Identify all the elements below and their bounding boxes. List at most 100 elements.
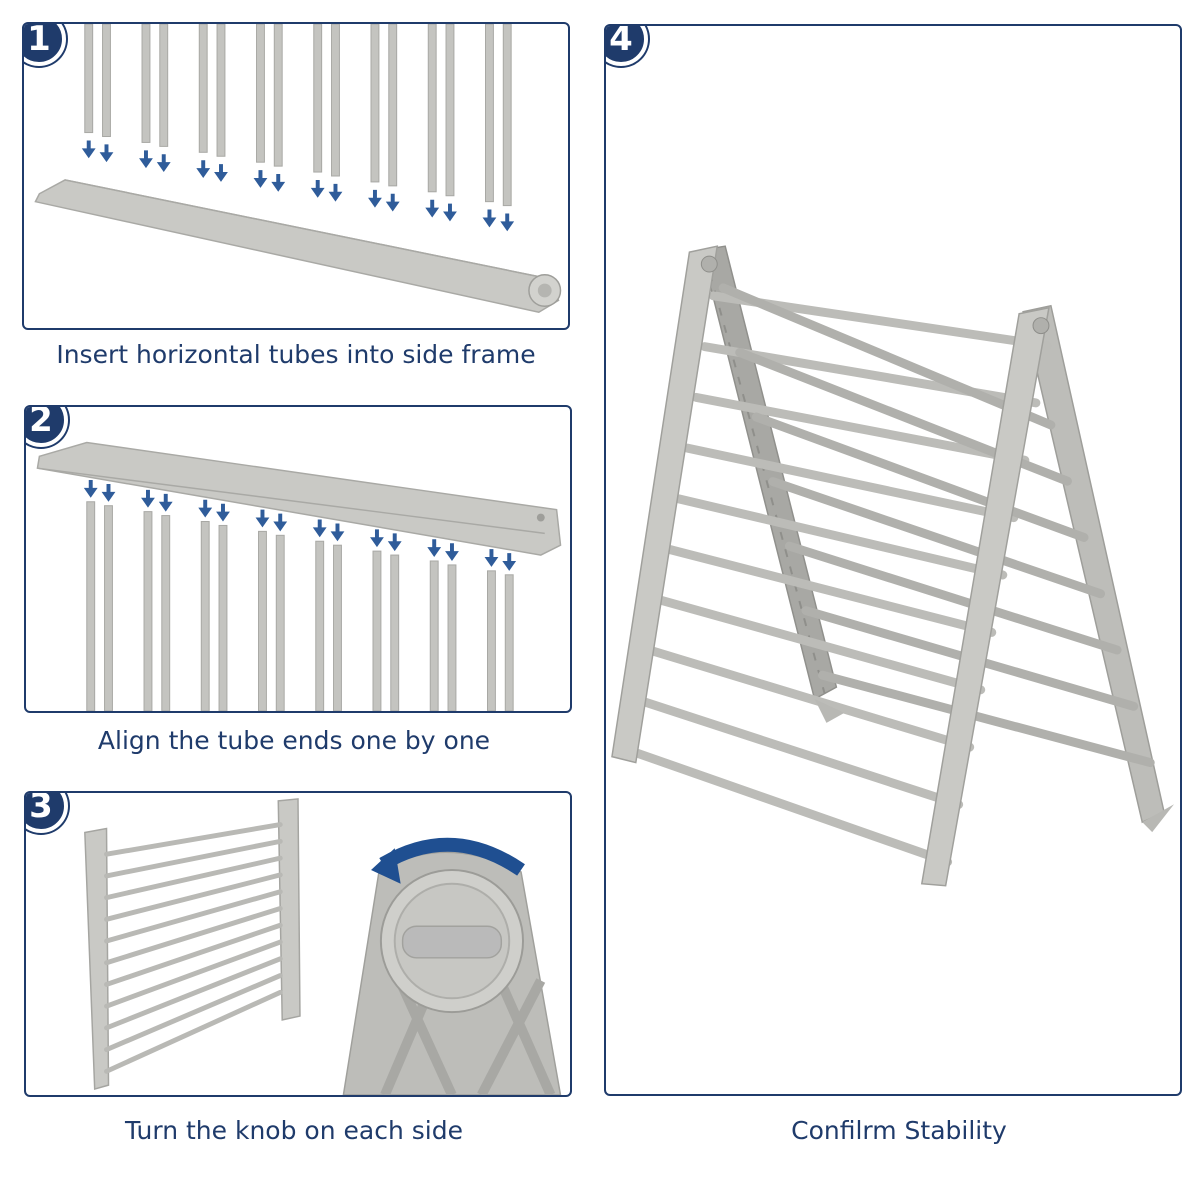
down-arrow-icon bbox=[139, 150, 153, 169]
rail bbox=[784, 541, 1122, 655]
tube bbox=[198, 24, 208, 153]
down-arrow-icon bbox=[330, 523, 345, 542]
down-arrow-icon bbox=[484, 549, 499, 567]
rail bbox=[818, 670, 1155, 768]
tube bbox=[429, 560, 439, 711]
rail bbox=[768, 477, 1106, 599]
rail bbox=[104, 889, 283, 944]
down-arrow-icon bbox=[445, 543, 459, 561]
tube bbox=[256, 24, 265, 163]
rail bbox=[657, 595, 986, 695]
step-3-panel: 3 bbox=[24, 791, 572, 1097]
tube bbox=[315, 540, 325, 711]
tube bbox=[273, 24, 283, 167]
tube bbox=[390, 554, 400, 711]
down-arrow-icon bbox=[370, 529, 384, 548]
tube bbox=[161, 515, 171, 711]
tube bbox=[218, 524, 228, 711]
rail bbox=[104, 822, 283, 857]
assembled-rack bbox=[611, 245, 1175, 887]
tube bbox=[502, 24, 512, 207]
down-arrow-icon bbox=[310, 179, 325, 198]
tube bbox=[427, 24, 437, 193]
step-1-caption: Insert horizontal tubes into side frame bbox=[56, 340, 536, 369]
rail bbox=[104, 872, 283, 922]
side-frame bbox=[34, 179, 562, 313]
step-2-caption: Align the tube ends one by one bbox=[97, 726, 491, 755]
tube bbox=[485, 24, 494, 203]
tube bbox=[372, 550, 382, 711]
rail bbox=[682, 443, 1019, 523]
down-arrow-icon bbox=[273, 513, 288, 532]
tube bbox=[388, 24, 398, 187]
down-arrow-icon bbox=[271, 174, 286, 192]
tube bbox=[504, 574, 514, 711]
down-arrow-icon bbox=[443, 203, 457, 222]
tube bbox=[104, 505, 113, 711]
tube bbox=[447, 564, 457, 711]
rail bbox=[639, 697, 964, 809]
tube bbox=[143, 511, 153, 711]
step-3-caption: Turn the knob on each side bbox=[125, 1116, 463, 1145]
down-arrow-icon bbox=[253, 170, 268, 188]
rail bbox=[104, 838, 283, 879]
knob-closeup bbox=[342, 837, 562, 1095]
step-4-caption: Confilrm Stability bbox=[791, 1116, 1007, 1145]
step-1-panel: 1 bbox=[22, 22, 570, 330]
rail bbox=[751, 412, 1089, 542]
down-arrow-icon bbox=[482, 209, 497, 228]
rail bbox=[104, 956, 283, 1031]
tube bbox=[275, 534, 285, 711]
rail bbox=[691, 392, 1030, 465]
down-arrow-icon bbox=[216, 503, 230, 522]
step-2-illustration bbox=[36, 441, 562, 711]
tube-group bbox=[81, 24, 515, 232]
down-arrow-icon bbox=[99, 144, 114, 163]
down-arrow-icon bbox=[101, 483, 116, 502]
rail bbox=[648, 646, 975, 752]
tube bbox=[102, 24, 111, 138]
rail bbox=[104, 973, 283, 1053]
tube bbox=[216, 24, 226, 157]
tube bbox=[333, 544, 342, 711]
tube bbox=[331, 24, 340, 177]
tube bbox=[313, 24, 323, 173]
tube bbox=[86, 501, 96, 711]
down-arrow-icon bbox=[502, 553, 517, 571]
down-arrow-icon bbox=[198, 499, 213, 518]
down-arrow-icon bbox=[427, 539, 442, 558]
down-arrow-icon bbox=[196, 160, 211, 178]
step-4-illustration bbox=[611, 245, 1175, 887]
step-4-panel: 4 bbox=[604, 24, 1182, 1096]
rail bbox=[104, 922, 283, 987]
down-arrow-icon bbox=[214, 164, 228, 182]
rotate-arrow-icon bbox=[371, 848, 401, 884]
rail bbox=[104, 906, 283, 966]
rail bbox=[104, 855, 283, 901]
down-arrow-icon bbox=[425, 199, 440, 218]
step-1-illustration bbox=[34, 24, 562, 313]
down-arrow-icon bbox=[141, 489, 155, 508]
tube bbox=[258, 530, 267, 711]
down-arrow-icon bbox=[158, 493, 173, 512]
down-arrow-icon bbox=[368, 189, 382, 208]
rail bbox=[104, 939, 283, 1009]
down-arrow-icon bbox=[500, 213, 515, 232]
tube bbox=[159, 24, 169, 147]
down-arrow-icon bbox=[81, 140, 96, 159]
down-arrow-icon bbox=[255, 509, 270, 528]
tube bbox=[487, 570, 496, 711]
down-arrow-icon bbox=[83, 480, 98, 498]
down-arrow-icon bbox=[156, 154, 171, 173]
step-3-illustration bbox=[84, 798, 562, 1095]
down-arrow-icon bbox=[328, 183, 343, 202]
folded-rack bbox=[84, 798, 301, 1091]
tube bbox=[141, 24, 151, 143]
rail bbox=[104, 989, 283, 1074]
side-frame bbox=[36, 441, 562, 556]
down-arrow-icon bbox=[312, 519, 327, 538]
rail bbox=[665, 545, 997, 637]
tube bbox=[445, 24, 455, 197]
rail bbox=[674, 494, 1008, 580]
down-arrow-icon bbox=[387, 533, 402, 552]
